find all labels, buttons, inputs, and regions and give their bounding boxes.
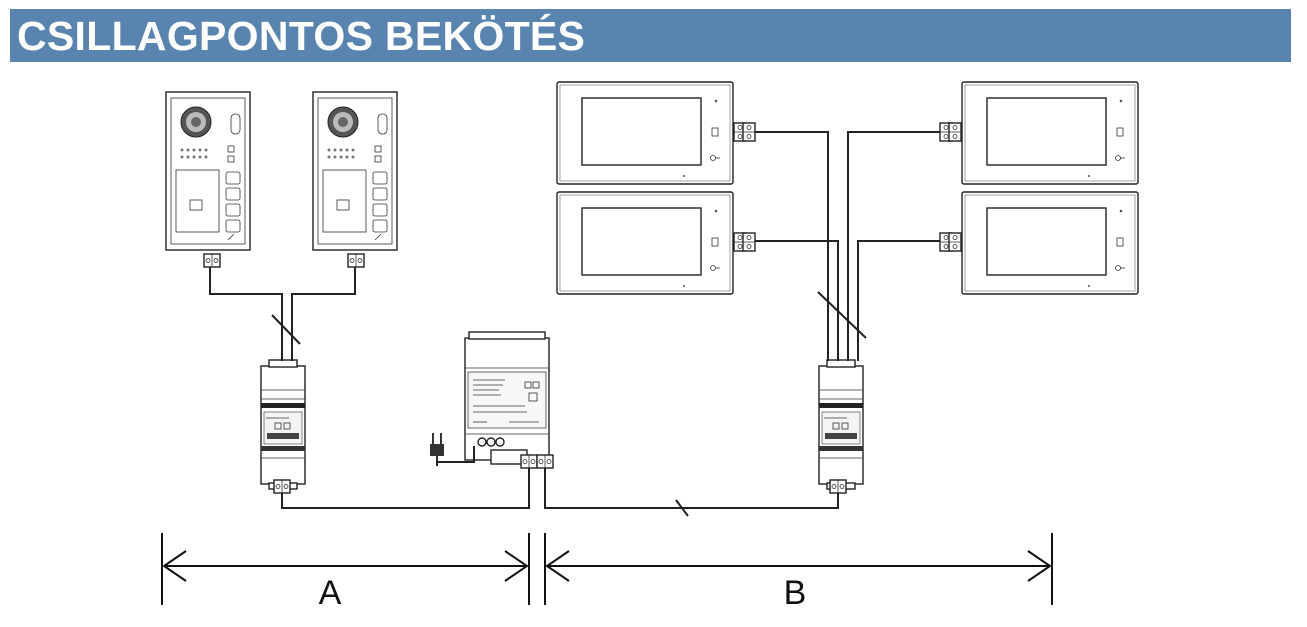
wiring (209, 131, 940, 517)
dimension-b: B (544, 533, 1053, 612)
door-station-1 (165, 91, 251, 268)
psu-terminals (477, 437, 554, 469)
terminal-block (347, 253, 365, 268)
terminal-block (273, 479, 291, 494)
monitor-bottom-right (939, 191, 1139, 295)
terminal-block (742, 232, 756, 252)
distributor-right (818, 359, 864, 494)
door-station-icon (165, 91, 251, 251)
distributor-left (260, 359, 306, 494)
terminal-block (203, 253, 221, 268)
dimension-label-a: A (319, 574, 342, 612)
dimension-a: A (161, 533, 530, 612)
monitor-icon (961, 191, 1139, 295)
distributor-icon (260, 359, 306, 490)
monitor-top-left (556, 81, 756, 185)
title-bar: CSILLAGPONTOS BEKÖTÉS (10, 9, 1291, 62)
monitor-bottom-left (556, 191, 756, 295)
dimension-label-b: B (784, 574, 807, 612)
terminal-block (536, 454, 554, 469)
power-supply-unit (464, 331, 554, 469)
terminal-block (829, 479, 847, 494)
distributor-icon (818, 359, 864, 490)
terminal-block (520, 454, 538, 469)
door-station-2 (312, 91, 398, 268)
monitor-icon (556, 81, 734, 185)
terminal-block (948, 122, 962, 142)
door-station-icon (312, 91, 398, 251)
monitor-icon (556, 191, 734, 295)
terminal-block (948, 232, 962, 252)
terminal-block (742, 122, 756, 142)
power-supply-icon (464, 331, 550, 465)
monitor-icon (961, 81, 1139, 185)
page-title: CSILLAGPONTOS BEKÖTÉS (17, 13, 586, 59)
power-plug-icon (430, 433, 444, 466)
monitor-top-right (939, 81, 1139, 185)
